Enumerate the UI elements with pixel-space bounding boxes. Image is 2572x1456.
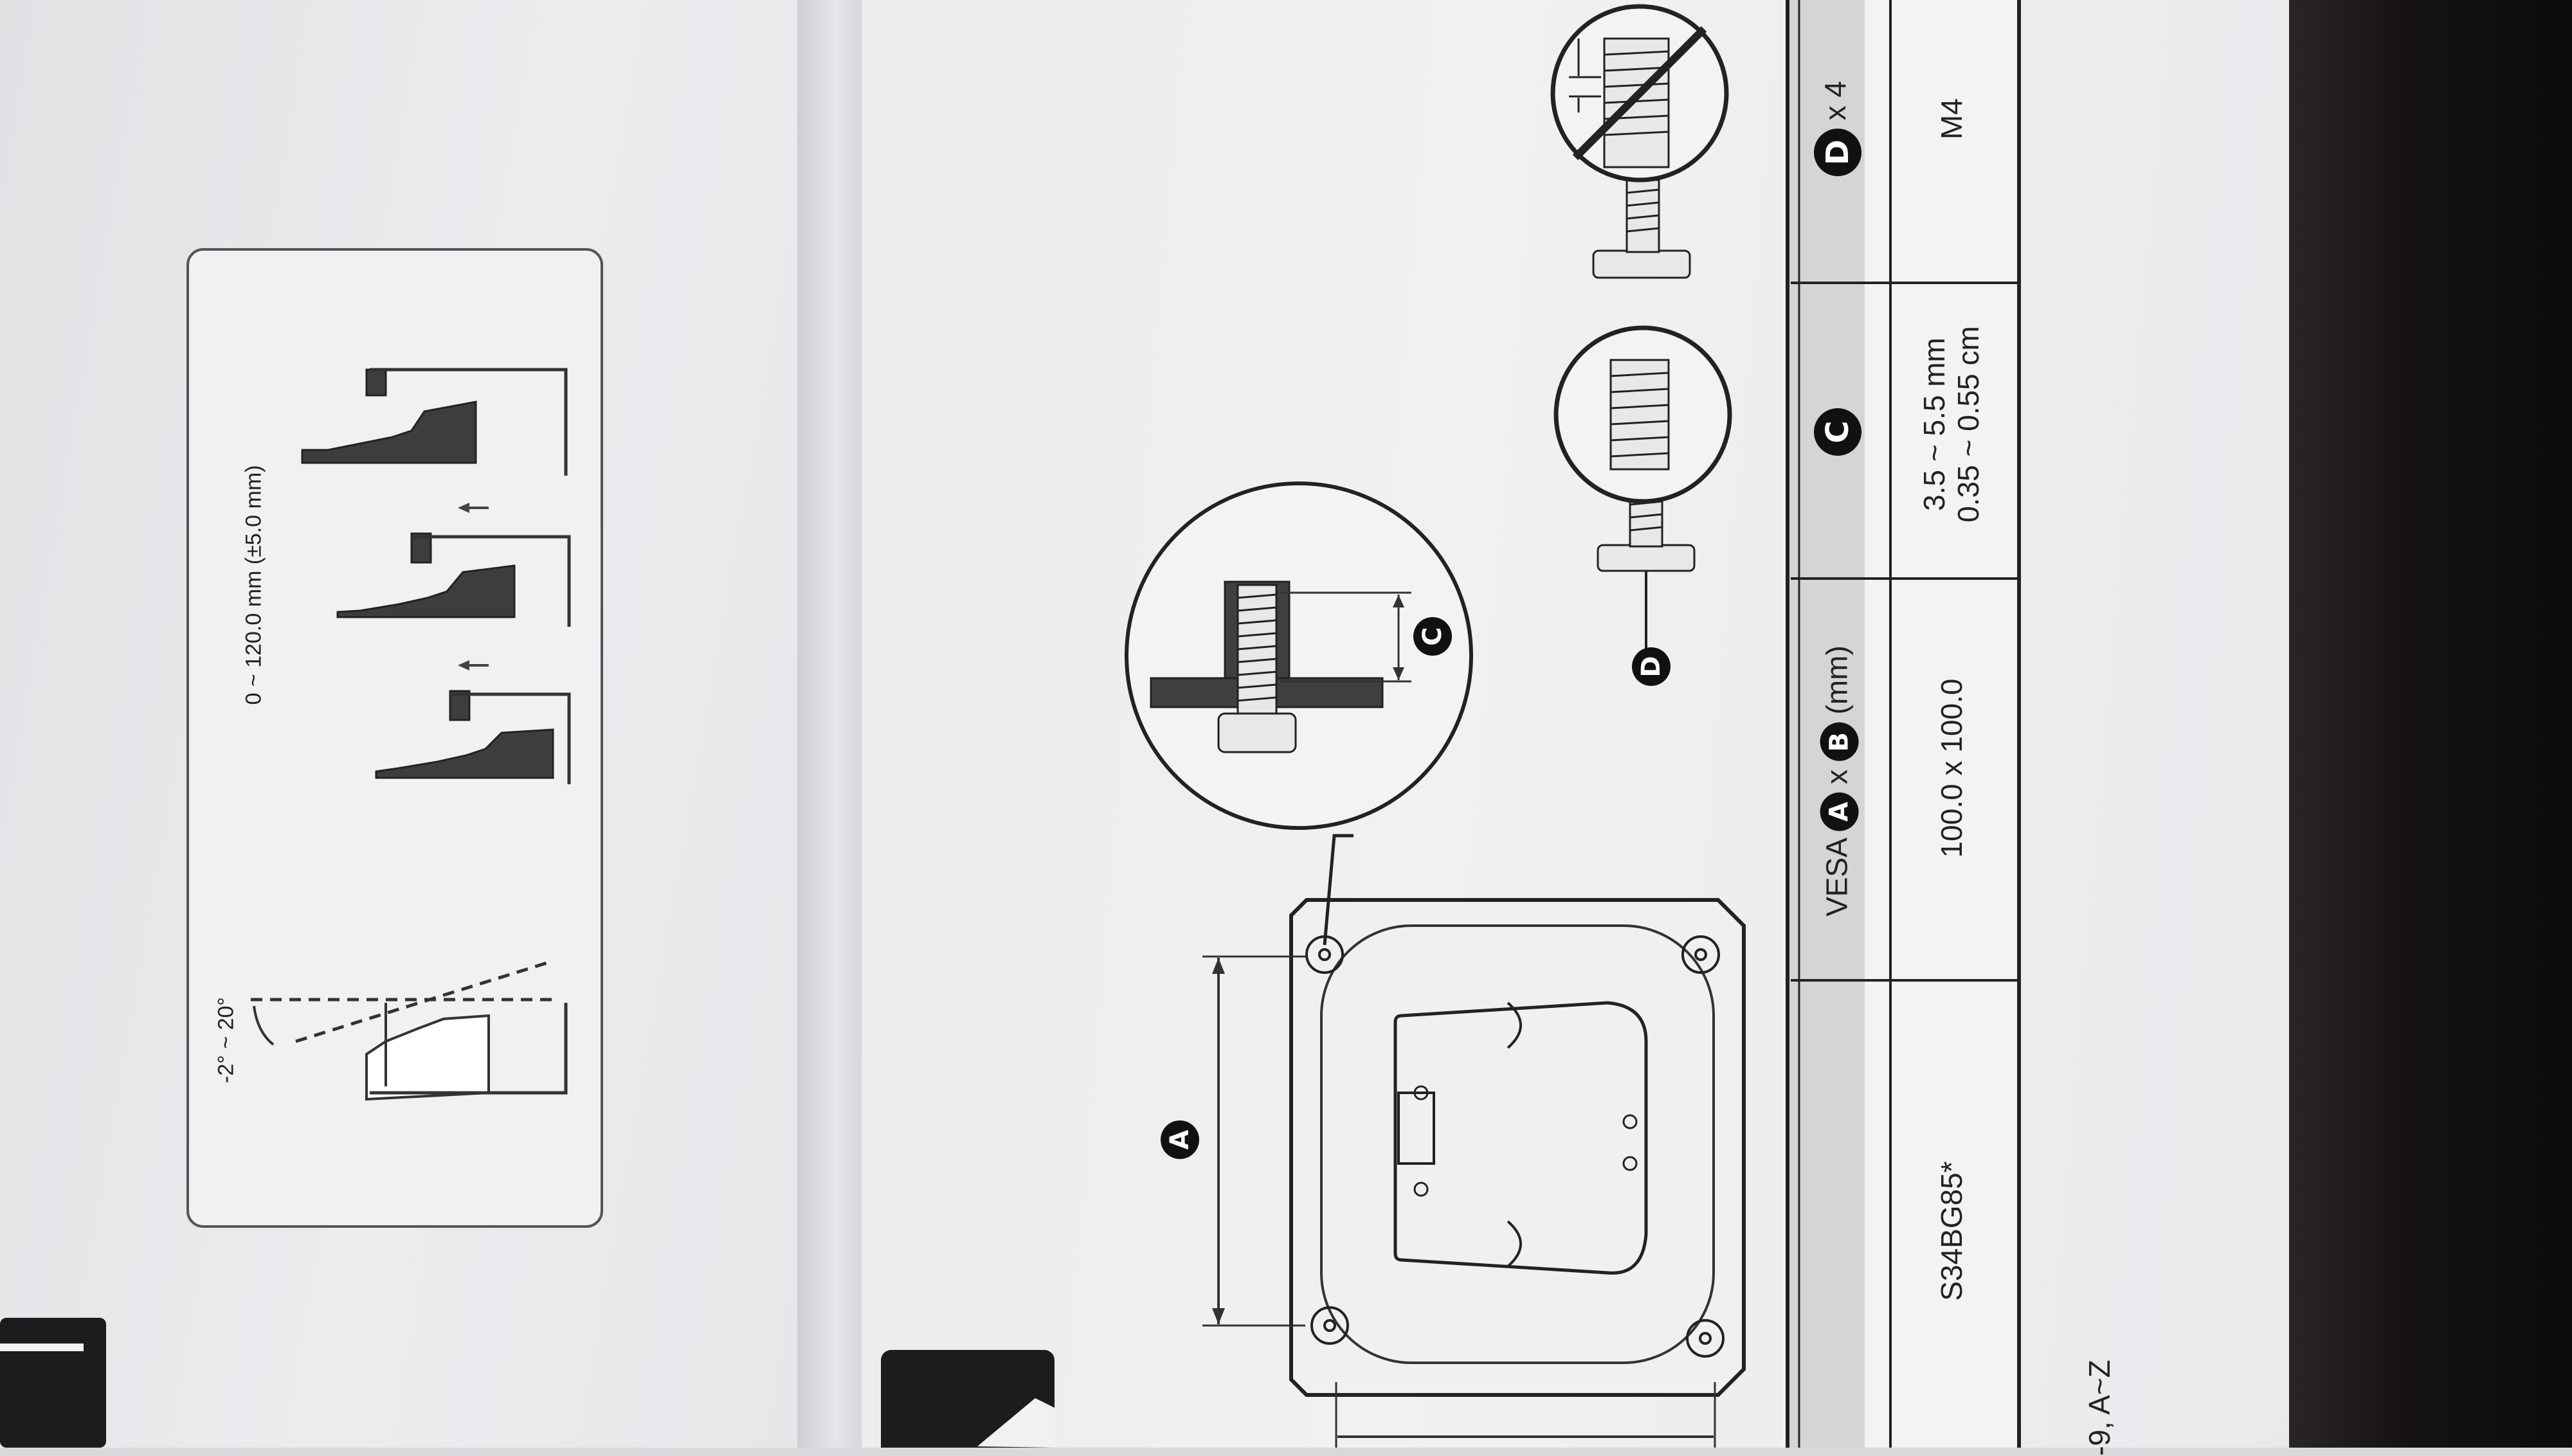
height-range-label: 0 ~ 120.0 mm (±5.0 mm) (241, 465, 266, 705)
screw-d-badge: D (1632, 647, 1671, 686)
prohibited-slash (1572, 26, 1707, 161)
dimension-a-badge: A (1161, 1120, 1199, 1159)
section-tab-left (0, 1318, 106, 1448)
screw-d-head (1597, 544, 1696, 572)
paper-fold (797, 0, 862, 1448)
tilt-angle-line (295, 959, 554, 1043)
tilt-stand (370, 1003, 568, 1095)
tilt-range-label: -2° ~ 20° (213, 997, 239, 1083)
plate-inner-ring (1320, 924, 1715, 1364)
plate-center-opening (1393, 1001, 1648, 1275)
height-stand-2 (412, 535, 571, 627)
callout-pointer (1323, 834, 1354, 946)
height-monitor-1 (301, 368, 477, 464)
dimension-c-badge: C (1413, 617, 1452, 656)
table-header-c: C (1814, 408, 1861, 456)
table-d-cell: M4 (1935, 98, 1968, 139)
dark-background (2289, 0, 2572, 1448)
table-model-cell: S34BG85* (1935, 1161, 1968, 1301)
height-stand-1 (370, 368, 568, 476)
table-vesa-cell: 100.0 x 100.0 (1935, 678, 1968, 858)
table-c-cell: 3.5 ~ 5.5 mm 0.35 ~ 0.55 cm (1917, 326, 1985, 523)
table-header-d: D x 4 (1814, 81, 1861, 177)
tilt-arc (253, 1005, 275, 1046)
screw-bad-head (1592, 249, 1691, 279)
callout-screw-head (1217, 712, 1297, 753)
up-arrow-3 (458, 660, 469, 670)
table-header-band (1788, 0, 1865, 1448)
adjust-panel-frame (186, 248, 603, 1228)
height-stand-3 (450, 692, 571, 784)
up-arrow-2 (458, 503, 469, 513)
vesa-plate (1289, 898, 1746, 1397)
tilt-monitor (365, 1014, 490, 1101)
table-header-vesa: VESA A x B (mm) (1820, 645, 1859, 917)
footer-page-ref: -9, A~Z (2083, 1360, 2116, 1456)
height-monitor-2 (336, 532, 516, 618)
screw-callout-circle (1125, 481, 1473, 830)
